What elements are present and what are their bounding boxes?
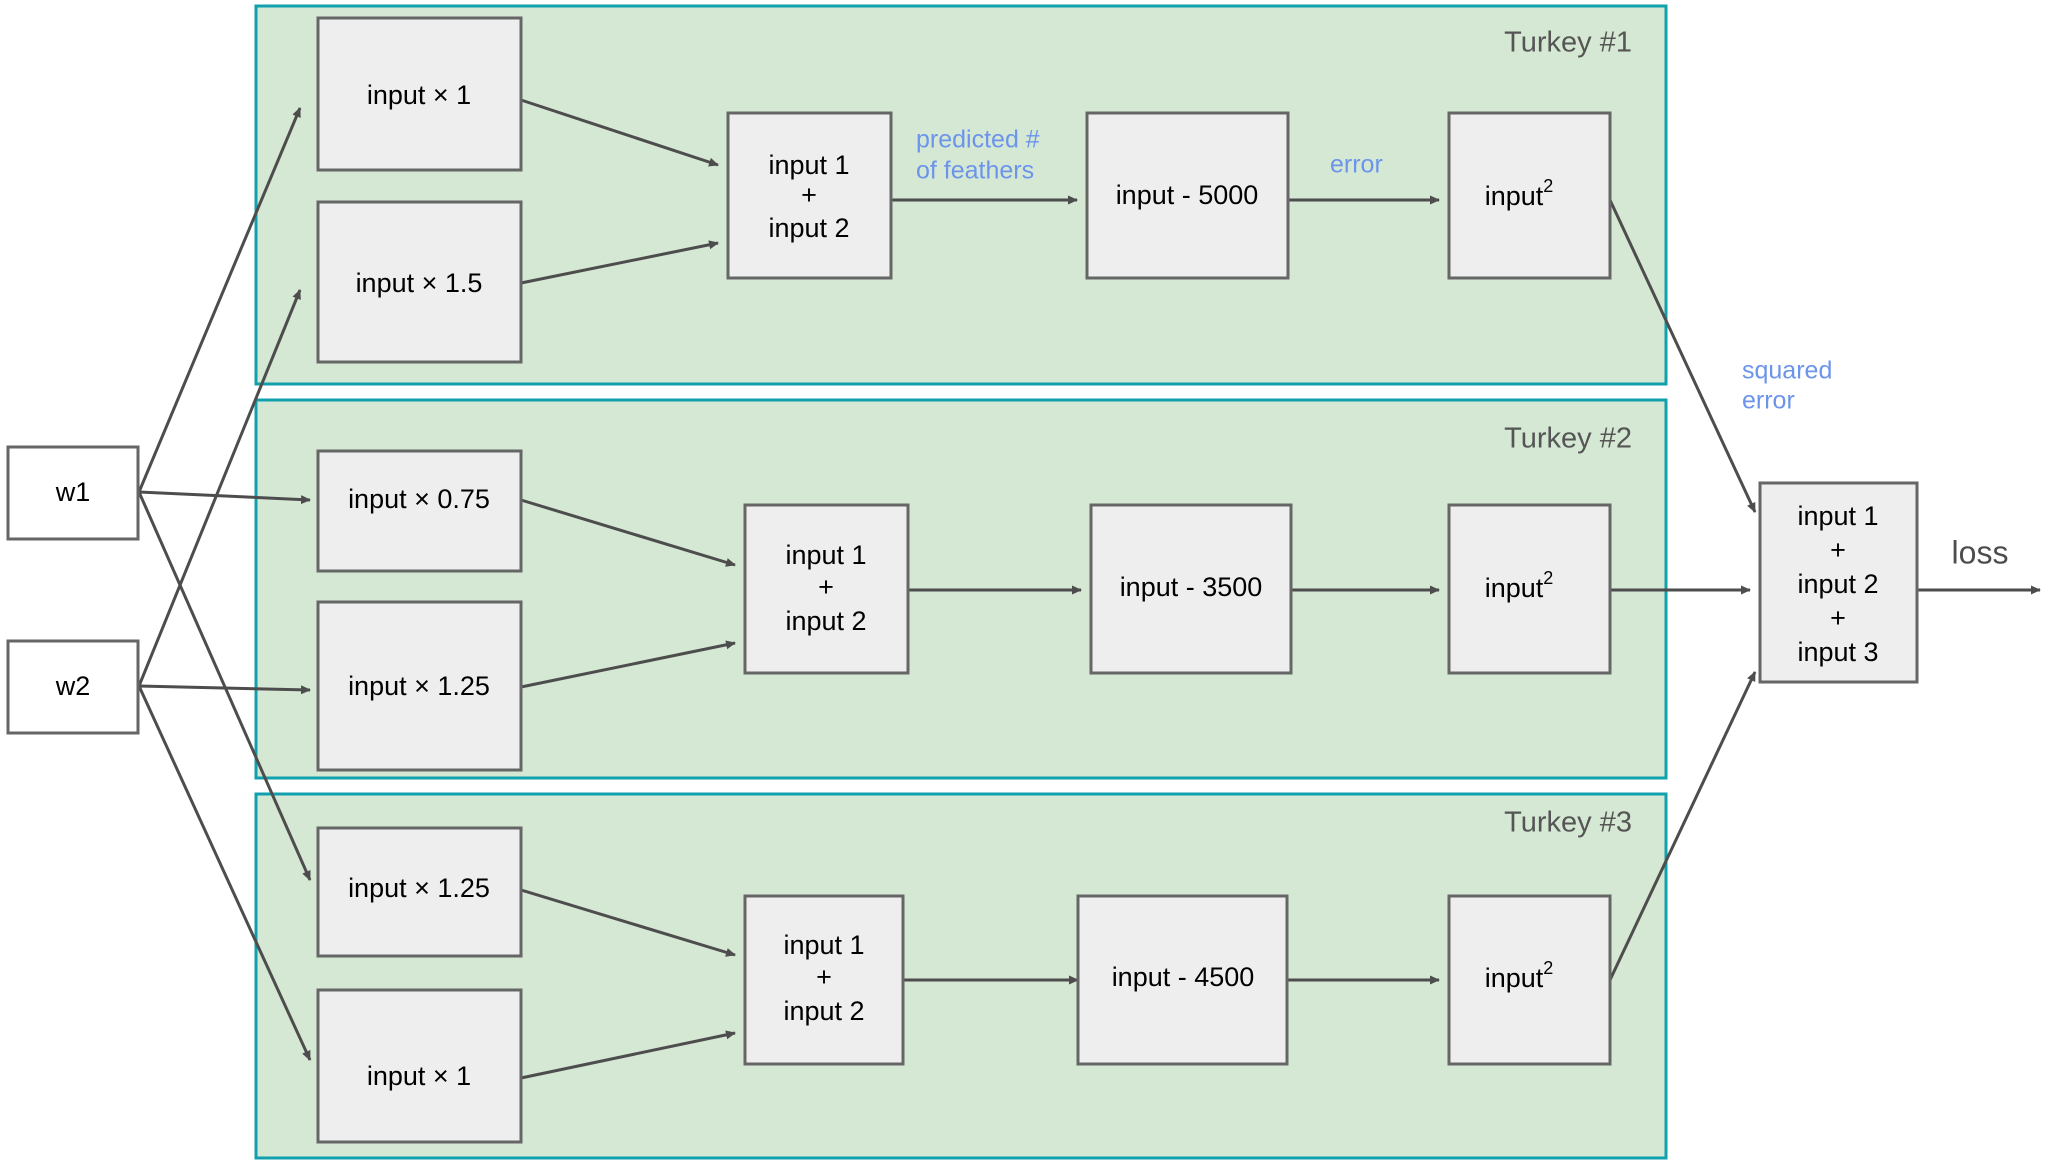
node-t1-sum-line-3: input 2 [768, 213, 849, 243]
node-t3-sq-label: input2 [1485, 958, 1554, 993]
node-w2[interactable]: w2 [6, 639, 140, 735]
node-w1[interactable]: w1 [6, 445, 140, 541]
group-label-turkey-3: Turkey #3 [1504, 807, 1632, 839]
node-loss-line-5: input 3 [1797, 637, 1878, 667]
edge-label-squared-error-line-1: squared [1742, 357, 1832, 385]
edge-w2-to-t1-mul-b [137, 289, 302, 687]
edge-label-loss: loss [1952, 534, 2009, 570]
group-label-turkey-2: Turkey #2 [1504, 423, 1632, 455]
node-t2-mul-a[interactable]: input × 0.75 [316, 449, 523, 573]
node-t1-sq-label: input2 [1485, 176, 1554, 211]
node-t3-mul-a[interactable]: input × 1.25 [316, 826, 523, 958]
node-t1-sum-line-1: input 1 [768, 150, 849, 180]
node-t2-sub[interactable]: input - 3500 [1089, 503, 1293, 675]
edge-label-squared-error-line-2: error [1742, 387, 1795, 415]
node-loss-line-1: input 1 [1797, 501, 1878, 531]
edge-label-t1-error: error [1330, 151, 1383, 179]
edge-w1-to-t3-mul-a [137, 491, 312, 881]
edge-t3-mul-b-to-sum [520, 1030, 736, 1080]
edge-t1-sq-to-loss [1608, 199, 1757, 513]
node-t1-sq[interactable]: input2 [1447, 111, 1612, 280]
node-t1-sub[interactable]: input - 5000 [1085, 111, 1290, 280]
node-t3-sum-line-3: input 2 [783, 996, 864, 1026]
node-t1-mul-a[interactable]: input × 1 [316, 16, 523, 172]
node-t1-sum[interactable]: input 1 + input 2 [726, 111, 893, 280]
node-t1-sum-line-2: + [801, 180, 817, 210]
node-w1-label: w1 [55, 477, 91, 507]
node-t3-mul-b-label: input × 1 [367, 1061, 471, 1091]
node-t2-sum-line-1: input 1 [785, 540, 866, 570]
edge-t3-mul-a-to-sum [520, 888, 736, 957]
edge-w1-to-t2-mul-a [138, 490, 311, 505]
node-t2-mul-a-label: input × 0.75 [348, 484, 490, 514]
edge-label-t1-predicted-line-1: predicted # [916, 126, 1040, 154]
node-t2-mul-b-label: input × 1.25 [348, 671, 490, 701]
node-t3-mul-b[interactable]: input × 1 [316, 988, 523, 1144]
edge-t3-sq-to-loss [1608, 671, 1757, 981]
node-t2-sub-label: input - 3500 [1120, 572, 1263, 602]
node-t2-sq[interactable]: input2 [1447, 503, 1612, 675]
node-w2-label: w2 [55, 671, 91, 701]
node-t3-sq[interactable]: input2 [1447, 894, 1612, 1066]
node-t2-mul-b[interactable]: input × 1.25 [316, 600, 523, 772]
node-loss-line-4: + [1830, 603, 1846, 633]
node-t3-sum[interactable]: input 1 + input 2 [743, 894, 905, 1066]
edge-t1-mul-b-to-sum [520, 240, 719, 285]
node-loss-line-3: input 2 [1797, 569, 1878, 599]
node-loss-line-2: + [1830, 535, 1846, 565]
node-t1-mul-a-label: input × 1 [367, 80, 471, 110]
node-t2-sum[interactable]: input 1 + input 2 [743, 503, 910, 675]
node-t3-sum-line-1: input 1 [783, 930, 864, 960]
node-t2-sum-line-2: + [818, 572, 834, 602]
edge-t2-mul-b-to-sum [520, 640, 736, 689]
edge-t2-mul-a-to-sum [520, 498, 736, 567]
node-t1-mul-b[interactable]: input × 1.5 [316, 200, 523, 364]
node-t1-mul-b-label: input × 1.5 [356, 268, 483, 298]
node-t3-mul-a-label: input × 1.25 [348, 873, 490, 903]
node-t2-sq-label: input2 [1485, 568, 1554, 603]
edge-w1-to-t1-mul-a [137, 107, 302, 493]
group-label-turkey-1: Turkey #1 [1504, 27, 1632, 59]
edge-w2-to-t3-mul-b [137, 685, 312, 1061]
node-t3-sum-line-2: + [816, 962, 832, 992]
edge-t1-mul-a-to-sum [520, 98, 719, 167]
node-loss-sum[interactable]: input 1 + input 2 + input 3 [1758, 481, 1919, 684]
node-t3-sub[interactable]: input - 4500 [1076, 894, 1289, 1066]
node-t3-sub-label: input - 4500 [1112, 962, 1255, 992]
edge-label-t1-predicted-line-2: of feathers [916, 157, 1034, 185]
node-t1-sub-label: input - 5000 [1116, 180, 1259, 210]
node-t2-sum-line-3: input 2 [785, 606, 866, 636]
